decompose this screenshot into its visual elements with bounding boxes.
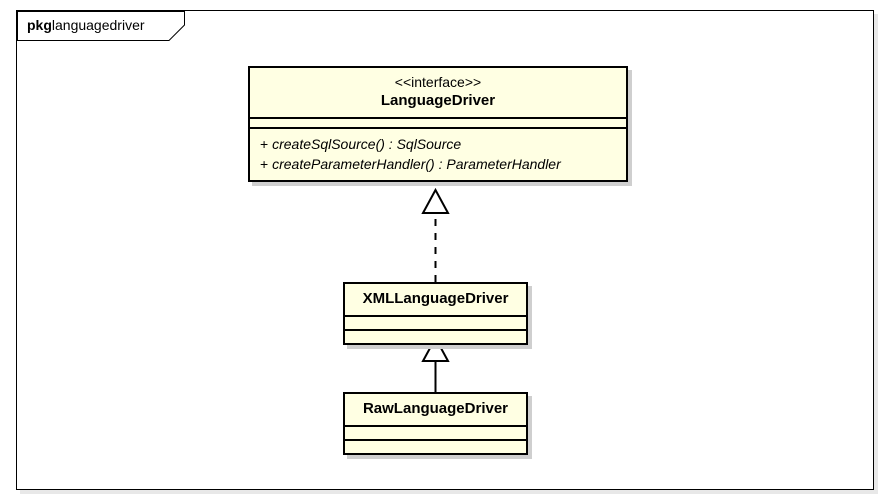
package-tab-outline xyxy=(17,11,185,41)
class-operations-compartment xyxy=(345,439,526,453)
package-tab[interactable]: pkglanguagedriver xyxy=(16,10,185,41)
class-name-compartment: RawLanguageDriver xyxy=(345,394,526,425)
class-box-language-driver[interactable]: <<interface>> LanguageDriver + createSql… xyxy=(248,66,628,182)
class-operations-compartment xyxy=(345,329,526,343)
class-name-compartment: <<interface>> LanguageDriver xyxy=(250,68,626,117)
operation-visibility: + xyxy=(260,156,269,172)
operation-visibility: + xyxy=(260,136,269,152)
class-title: XMLLanguageDriver xyxy=(362,290,509,307)
class-attributes-compartment xyxy=(345,315,526,329)
operation-row: + createSqlSource() : SqlSource xyxy=(260,134,626,154)
operation-signature: createParameterHandler() : ParameterHand… xyxy=(272,156,561,172)
class-stereotype: <<interface>> xyxy=(394,74,482,90)
package-tab-label: pkglanguagedriver xyxy=(27,16,145,35)
class-box-xml-language-driver[interactable]: XMLLanguageDriver xyxy=(343,282,528,345)
class-title: LanguageDriver xyxy=(380,92,496,109)
operation-signature: createSqlSource() : SqlSource xyxy=(272,136,462,152)
package-keyword: pkg xyxy=(27,17,52,33)
class-title: RawLanguageDriver xyxy=(362,400,509,417)
class-attributes-compartment xyxy=(250,117,626,127)
class-attributes-compartment xyxy=(345,425,526,439)
class-operations-compartment: + createSqlSource() : SqlSource + create… xyxy=(250,127,626,180)
class-box-raw-language-driver[interactable]: RawLanguageDriver xyxy=(343,392,528,455)
operation-row: + createParameterHandler() : ParameterHa… xyxy=(260,154,626,174)
package-name: languagedriver xyxy=(51,17,145,33)
class-name-compartment: XMLLanguageDriver xyxy=(345,284,526,315)
